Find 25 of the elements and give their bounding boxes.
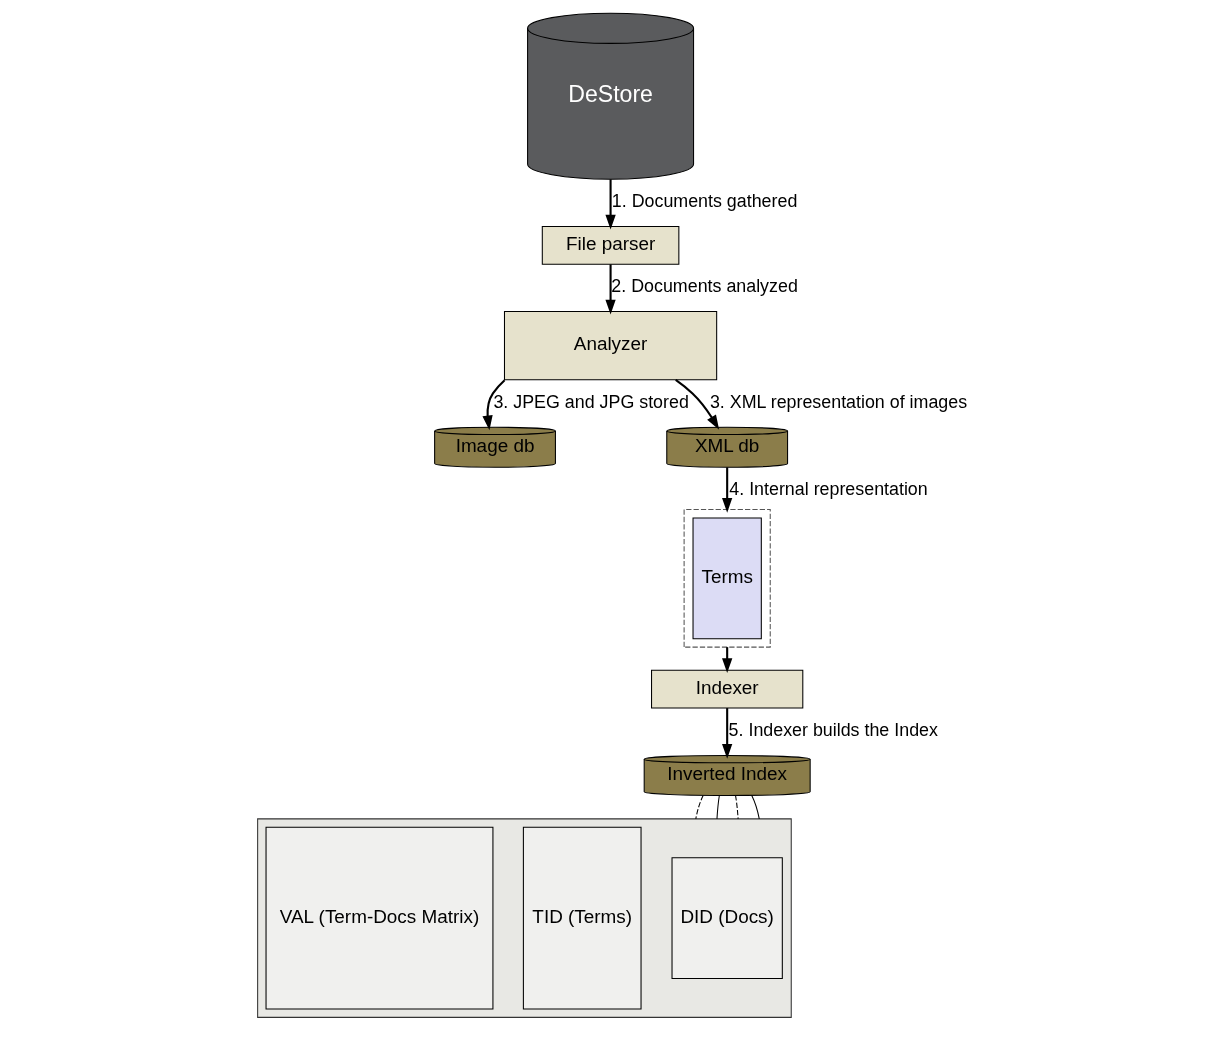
- connector: [694, 794, 704, 819]
- cluster: [256, 817, 792, 1018]
- arrow: [604, 263, 616, 314]
- arrow: [721, 466, 732, 513]
- edge-label: 2. Documents analyzed: [610, 275, 798, 296]
- connector: [734, 794, 739, 819]
- arrow: [721, 707, 732, 759]
- arrow: [604, 178, 616, 230]
- node-box: DID (Docs): [671, 856, 783, 979]
- connector: [715, 794, 720, 819]
- edge-label: 5. Indexer builds the Index: [728, 719, 938, 740]
- node-box: TID (Terms): [522, 826, 642, 1009]
- arrow: [481, 378, 505, 430]
- edge-label: 3. JPEG and JPG stored: [492, 391, 689, 412]
- node-box: Analyzer: [503, 310, 717, 380]
- node-box: File parser: [541, 225, 679, 265]
- node-box: VAL (Term-Docs Matrix): [265, 826, 493, 1009]
- connector: [750, 794, 760, 819]
- arrow: [674, 378, 719, 430]
- cluster: [683, 508, 771, 648]
- edge-label: 1. Documents gathered: [611, 190, 797, 211]
- node-box: Terms: [692, 516, 762, 639]
- edge-label: 4. Internal representation: [728, 478, 928, 499]
- node-box: Indexer: [650, 669, 803, 709]
- edge-label: 3. XML representation of images: [709, 391, 967, 412]
